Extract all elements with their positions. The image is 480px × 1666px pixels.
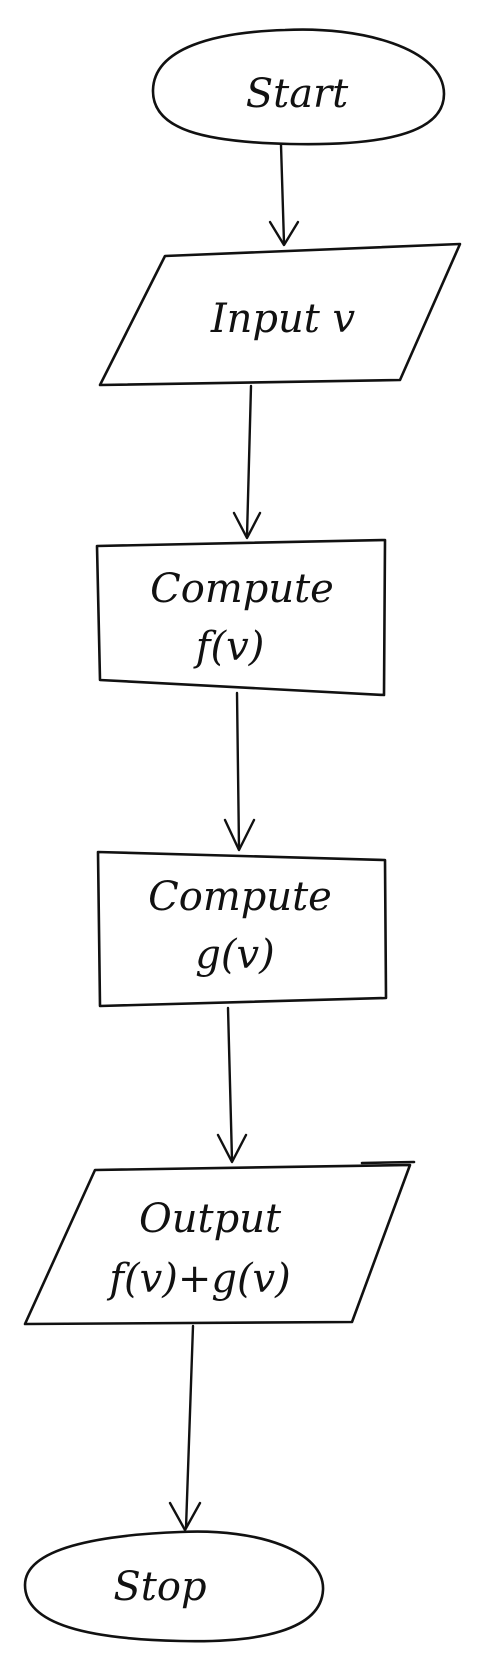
output-label-line2: f(v)+g(v) <box>106 1256 291 1302</box>
arrowhead <box>168 1501 202 1532</box>
output-node: Output f(v)+g(v) <box>23 1160 416 1326</box>
compute-g-node: Compute g(v) <box>96 850 388 1008</box>
stop-terminal-shape <box>23 1530 325 1643</box>
arrow-compute-f-to-compute-g <box>223 691 256 852</box>
compute-g-label-line1: Compute <box>148 874 332 920</box>
start-node: Start <box>151 28 446 146</box>
arrow-start-to-input <box>268 143 300 247</box>
compute-g-label-line2: g(v) <box>195 932 274 978</box>
stop-label: Stop <box>113 1564 206 1610</box>
compute-g-rect-shape <box>96 850 388 1008</box>
output-label-line1: Output <box>139 1196 282 1242</box>
arrow-input-to-compute-f <box>232 384 262 540</box>
output-top-stroke-overshoot <box>360 1160 416 1165</box>
arrow-output-to-stop <box>168 1324 202 1532</box>
start-terminal-shape <box>151 28 446 146</box>
stop-node: Stop <box>23 1530 325 1643</box>
arrow-compute-g-to-output <box>216 1006 248 1164</box>
compute-f-label-line2: f(v) <box>193 624 265 670</box>
arrow-line <box>226 1006 234 1162</box>
arrowhead <box>268 220 300 247</box>
output-parallelogram-shape <box>23 1163 412 1326</box>
arrowhead <box>232 511 262 540</box>
start-label: Start <box>246 71 349 117</box>
compute-f-node: Compute f(v) <box>95 538 387 697</box>
compute-f-label-line1: Compute <box>150 566 334 612</box>
arrow-line <box>184 1324 195 1530</box>
input-label: Input v <box>210 296 356 342</box>
arrow-line <box>235 691 241 850</box>
arrowhead <box>223 818 256 852</box>
arrow-line <box>279 143 286 245</box>
arrowhead <box>216 1133 248 1164</box>
input-parallelogram-shape <box>98 242 462 387</box>
compute-f-rect-shape <box>95 538 387 697</box>
input-node: Input v <box>98 242 462 387</box>
arrow-line <box>245 384 253 538</box>
